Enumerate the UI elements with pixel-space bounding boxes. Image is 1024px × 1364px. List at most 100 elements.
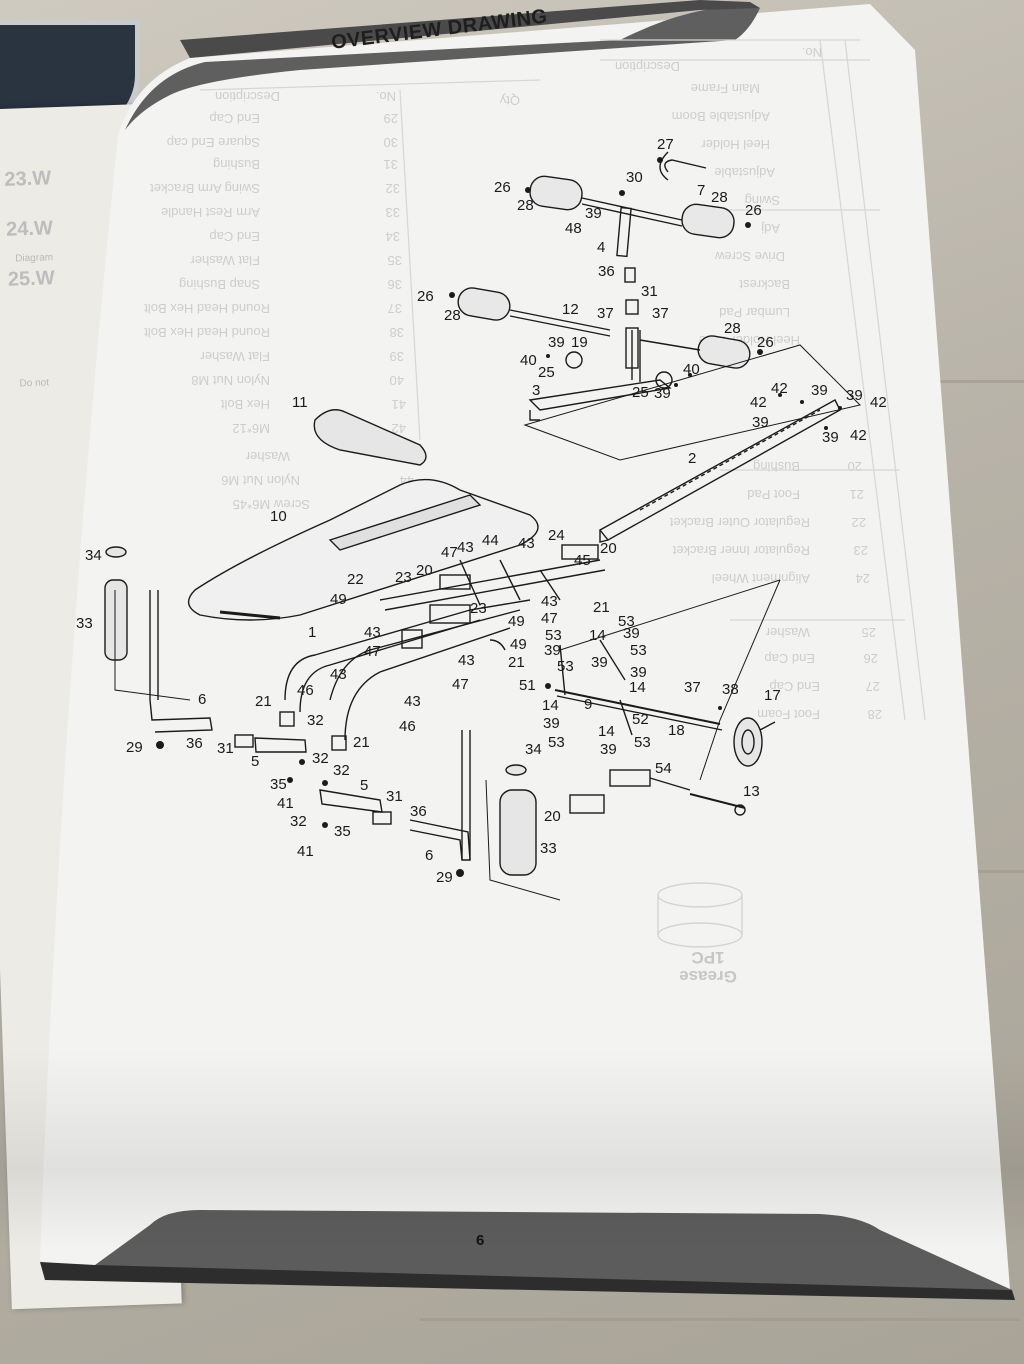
hardware-dots [156,157,842,877]
callout: 39 [752,414,769,431]
callout: 25 [632,384,649,401]
callout: 20 [416,562,433,579]
callout: 39 [822,429,839,446]
callout: 47 [364,643,381,660]
callout: 39 [600,741,617,758]
ghost-desc: Washer [765,625,810,640]
callout: 26 [494,179,511,196]
ghost-no: 26 [864,651,878,666]
ghost-desc: Swing [745,193,780,208]
swing-arms [104,546,561,901]
callout: 39 [548,334,565,351]
ghost-no: 25 [862,625,876,640]
ghost-desc: Adjustable Boom [672,109,770,124]
header-band [125,6,760,130]
exploded-diagram [104,151,861,948]
grease-line2: 1PC [691,948,725,967]
surface-seam [420,1318,1020,1321]
ghost-table-text: Qty No. Description Main Frame Adjustabl… [144,45,882,722]
callout: 53 [630,642,647,659]
callout: 21 [353,734,370,751]
ghost-no-left: 31 [384,157,398,172]
ghost-desc-left: Bushing [213,157,260,172]
callout: 53 [557,658,574,675]
ghost-no: No. [802,45,822,60]
callout: 43 [518,535,535,552]
callout: 36 [598,263,615,280]
callout: 47 [441,544,458,561]
callout: 3 [532,382,540,399]
callout: 37 [684,679,701,696]
callout: 5 [251,753,259,770]
callout: 41 [297,843,314,860]
ghost-desc-left: Nylon Nut M8 [191,373,270,388]
callout: 35 [270,776,287,793]
callout: 29 [126,739,143,756]
callout: 42 [870,394,887,411]
ghost-desc-left: Square End cap [167,135,260,150]
callout: 14 [542,697,559,714]
callout: 26 [417,288,434,305]
callout: 34 [525,741,542,758]
callout: 31 [386,788,403,805]
ghost-desc: Adjustable [714,165,775,180]
callout: 27 [657,136,674,153]
ghost-no: 28 [868,707,882,722]
callout: 39 [811,382,828,399]
callout: 39 [543,715,560,732]
callout: 30 [626,169,643,186]
callout: 33 [76,615,93,632]
ghost-desc: Bushing [753,459,800,474]
callout: 43 [404,693,421,710]
callout: 47 [452,676,469,693]
callout: 28 [444,307,461,324]
footer-band [95,1210,1012,1290]
callout: 29 [436,869,453,886]
callout: 23 [395,569,412,586]
grease-label: Grease 1PC [668,948,748,986]
heel-holder-assembly [457,151,861,461]
ghost-no: 23 [854,543,868,558]
ghost-desc-left: Washer [245,449,290,464]
callout: 1 [308,624,316,641]
callout: 49 [330,591,347,608]
ghost-desc-left: Round Head Hex Bolt [144,325,270,340]
surface-seam [930,380,1024,383]
callout: 6 [198,691,206,708]
ghost-no-left: 40 [390,373,404,388]
ghost-desc-left: Snap Bushing [179,277,260,292]
callout: 43 [364,624,381,641]
callout: 53 [634,734,651,751]
callout: 44 [482,532,499,549]
callout: 37 [597,305,614,322]
ghost-desc: Regulator Outer Bracket [669,515,810,530]
page-number: 6 [476,1232,485,1249]
callout: 33 [540,840,557,857]
ghost-desc-left: End Cap [209,229,260,244]
ghost-desc: Backrest [739,277,790,292]
callout: 36 [186,735,203,752]
ghost-no-left: 38 [390,325,404,340]
callout: 46 [399,718,416,735]
ghost-no-left: 33 [386,205,400,220]
callout: 40 [683,361,700,378]
ghost-no-left: No. [376,89,396,104]
callout: 26 [745,202,762,219]
callout: 2 [688,450,696,467]
ghost-desc-left: M6*12 [232,421,270,436]
ghost-no-left: 29 [384,111,398,126]
main-frame [279,544,606,751]
ghost-desc-left: Screw M6*45 [233,497,310,512]
callout: 38 [722,681,739,698]
ghost-desc-left: Hex Bolt [220,397,270,412]
ghost-desc-left: Flat Washer [190,253,260,268]
ghost-desc: Lumbar Pad [719,305,790,320]
ghost-desc-left: Description [215,89,280,104]
callout: 21 [593,599,610,616]
callout: 14 [589,627,606,644]
foam-roller [457,287,511,321]
callout: 43 [541,593,558,610]
callout: 53 [548,734,565,751]
callout: 40 [520,352,537,369]
